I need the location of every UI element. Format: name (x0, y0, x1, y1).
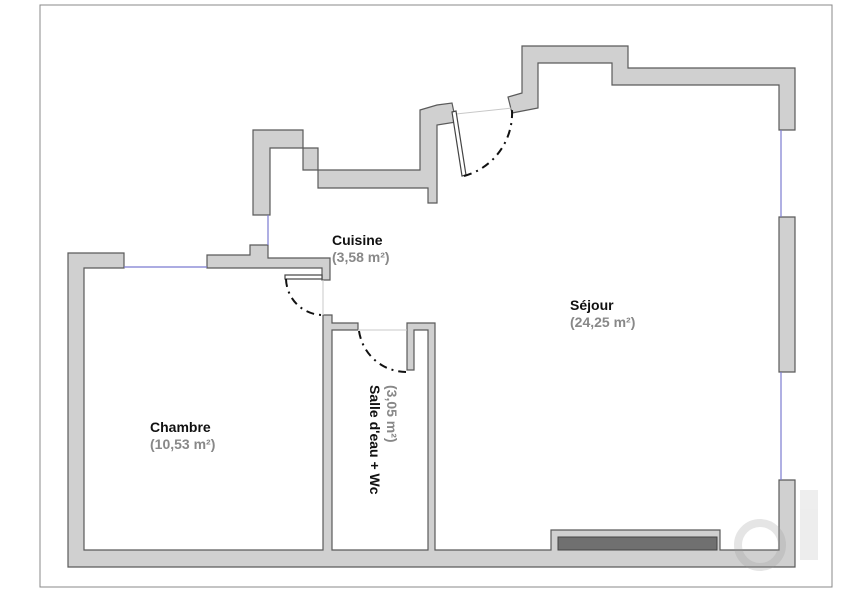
door-opening-line (455, 107, 513, 115)
room-area: (10,53 m²) (150, 436, 216, 452)
door-swing-salle (358, 330, 407, 373)
room-name: Séjour (570, 297, 614, 313)
door-leaf-chambre (284, 274, 323, 280)
room-name: Salle d'eau + Wc (367, 385, 383, 495)
wall-right (778, 216, 796, 373)
room-label-chambre: Chambre (10,53 m²) (150, 419, 215, 453)
door-swing-entry (463, 109, 514, 177)
wall-kitchen-top (252, 102, 457, 216)
room-label-cuisine: Cuisine (3,58 m²) (332, 232, 390, 266)
room-label-salle-eau: (3,05 m²) Salle d'eau + Wc (366, 385, 400, 495)
wall-outer-bottom-left (67, 252, 796, 568)
fireplace (557, 536, 718, 551)
room-label-sejour: Séjour (24,25 m²) (570, 297, 635, 331)
wall-top-right (507, 45, 796, 131)
room-name: Chambre (150, 419, 211, 435)
room-name: Cuisine (332, 232, 383, 248)
room-area: (24,25 m²) (570, 314, 636, 330)
plan-frame (39, 4, 833, 588)
wall-kitchen-left (206, 244, 331, 281)
room-area: (3,58 m²) (332, 249, 390, 265)
door-leaf-entry (451, 110, 467, 177)
door-swing-chambre (285, 278, 324, 316)
room-area: (3,05 m²) (384, 385, 400, 443)
watermark-logo (734, 490, 818, 571)
